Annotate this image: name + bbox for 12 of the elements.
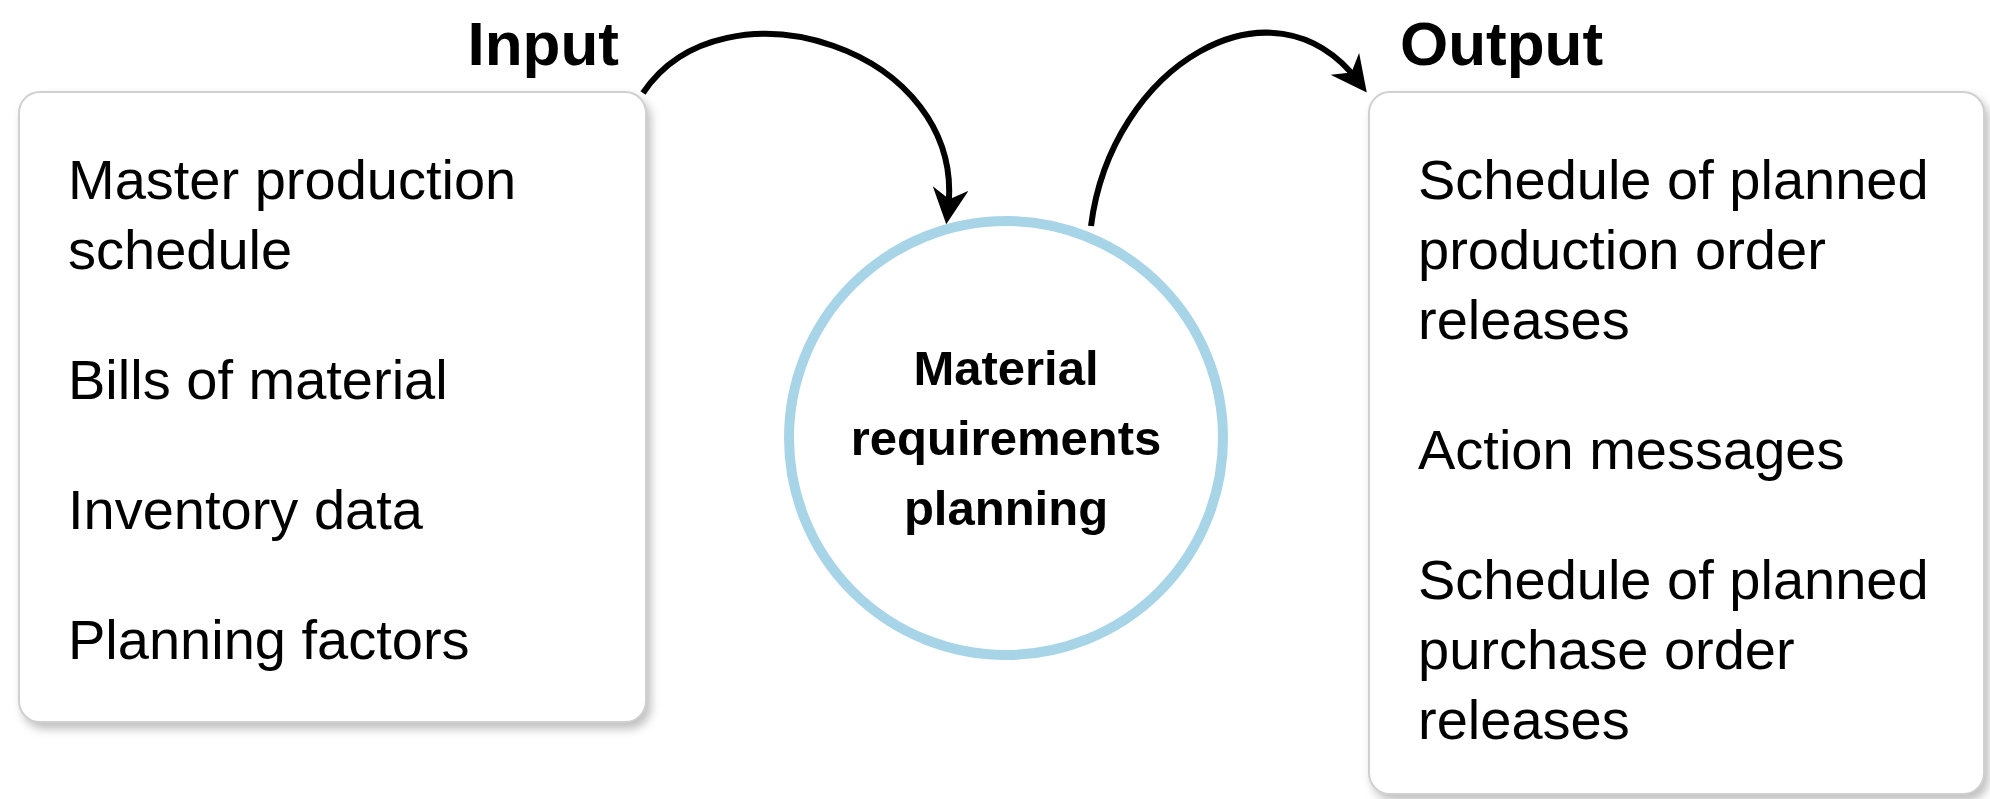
list-item: Action messages xyxy=(1418,417,1846,483)
process-title: Material requirements planning xyxy=(849,340,1163,537)
box-heading: Output xyxy=(1400,9,1604,79)
list-box xyxy=(1368,91,1985,795)
list-item: Planning factors xyxy=(68,607,471,673)
list-item: Inventory data xyxy=(68,477,424,543)
list-item: Master production schedule xyxy=(68,147,518,283)
list-item: Bills of material xyxy=(68,347,449,413)
list-item: Schedule of planned purchase order releases xyxy=(1418,547,1930,753)
box-heading: Input xyxy=(467,9,619,79)
list-item: Schedule of planned production order releases xyxy=(1418,147,1930,353)
list-box xyxy=(18,91,647,723)
